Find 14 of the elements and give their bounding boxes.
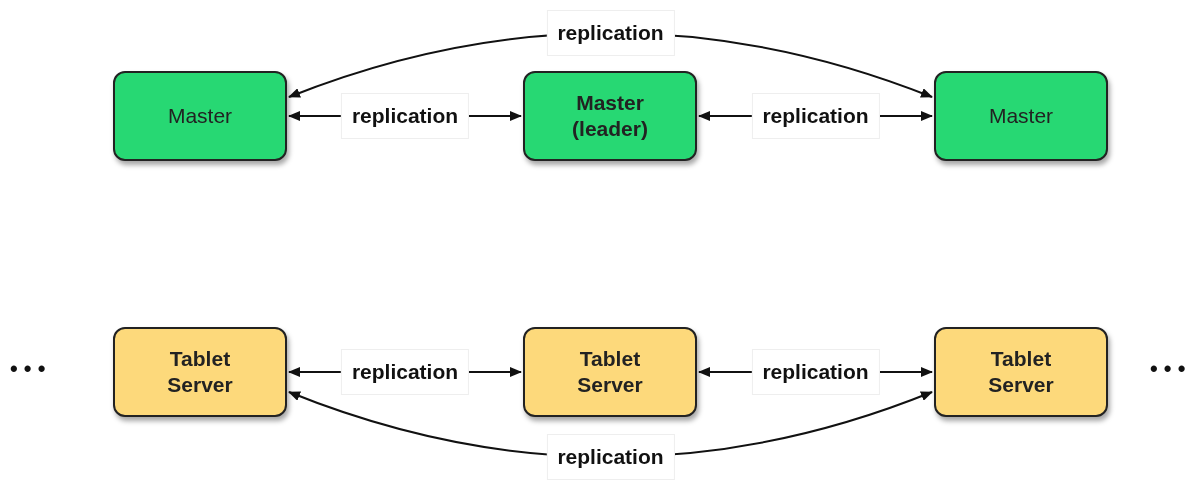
server-box: Master <box>113 71 287 161</box>
ellipsis-label: • • • <box>10 356 46 382</box>
server-box: Master (leader) <box>523 71 697 161</box>
edge-label: replication <box>340 349 470 395</box>
edge-label: replication <box>751 349 880 395</box>
server-box: Master <box>934 71 1108 161</box>
edge-label: replication <box>546 434 675 480</box>
edge-label: replication <box>340 93 470 139</box>
edge-label: replication <box>546 10 675 56</box>
server-box: Tablet Server <box>113 327 287 417</box>
server-box: Tablet Server <box>934 327 1108 417</box>
server-box: Tablet Server <box>523 327 697 417</box>
ellipsis-label: • • • <box>1150 356 1186 382</box>
edge-label: replication <box>751 93 880 139</box>
